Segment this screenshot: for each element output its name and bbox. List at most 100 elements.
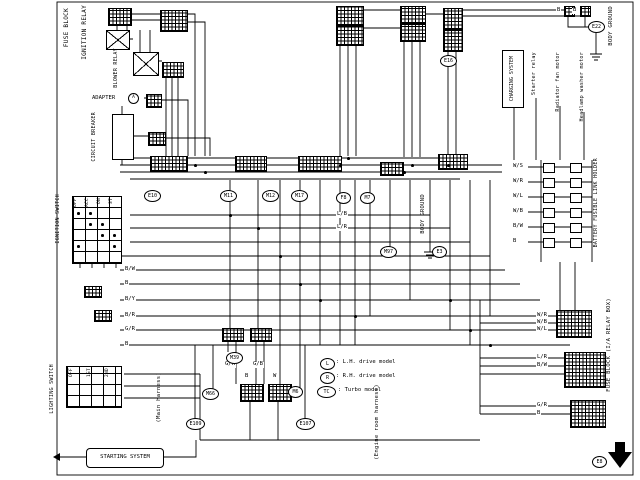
legend-tc-symbol: TC <box>317 386 336 398</box>
wire-color-label: W <box>272 373 278 380</box>
headlamp-washer-motor-label: Headlamp washer motor <box>579 52 585 122</box>
ignition-position-label: ST <box>109 198 114 205</box>
radiator-fan-motor-label: Radiator fan motor <box>555 52 561 112</box>
lighting-switch-label: LIGHTING SWITCH <box>49 364 55 414</box>
junction-dot <box>204 171 207 174</box>
connector-block <box>400 6 426 24</box>
switch-contact-dot <box>113 245 116 248</box>
connector-ref-e16: E16 <box>440 55 457 67</box>
connector-block <box>84 286 102 298</box>
fusible-link <box>570 223 582 233</box>
wire-color-label: B/W <box>512 223 524 230</box>
connector-ref-m7: M7 <box>360 192 375 204</box>
ignition-position-label: OFF <box>73 198 78 208</box>
wire-color-label: B/W <box>124 266 136 273</box>
wire-color-label: W/B <box>512 208 524 215</box>
blower-relay-label: BLOWER RELAY <box>113 48 119 88</box>
connector-ref-m39: M39 <box>226 352 243 364</box>
wires-top-left <box>115 13 211 165</box>
body-ground-top-label: BODY GROUND <box>608 6 614 46</box>
starting-system-label: STARTING SYSTEM <box>100 454 150 461</box>
switch-contact-dot <box>113 234 116 237</box>
connector-ref-m66: M66 <box>202 388 219 400</box>
connector-ref-m6: M6 <box>288 386 303 398</box>
fuse-block-relay-box-label: FUSE BLOCK (I/A RELAY BOX) <box>606 298 612 392</box>
connector-ref-m12: M12 <box>262 190 279 202</box>
wires-top-middle <box>339 9 602 157</box>
connector-block <box>438 154 468 170</box>
wire-color-label: B/Y <box>124 296 136 303</box>
wire-color-label: W/R <box>536 312 548 319</box>
connector-block <box>564 352 606 388</box>
fusible-link <box>543 178 555 188</box>
connector-block <box>162 62 184 78</box>
connector-block <box>235 156 267 172</box>
wire-color-label: B <box>536 410 542 417</box>
junction-dot <box>347 157 350 160</box>
connector-block <box>250 328 272 342</box>
connector-block <box>580 6 591 17</box>
switch-contact-dot <box>101 223 104 226</box>
junction-dot <box>447 164 450 167</box>
lighting-position-label: 1ST <box>87 368 92 378</box>
circuit-breaker-label: CIRCUIT BREAKER <box>91 112 97 162</box>
connector-block <box>94 310 112 322</box>
junction-dot <box>403 171 406 174</box>
wire-color-label: L/R <box>536 354 548 361</box>
wire-color-label: G/R <box>224 361 236 368</box>
fusible-link <box>543 193 555 203</box>
wire-color-label: W/R <box>512 178 524 185</box>
wire-color-label: W/B <box>536 319 548 326</box>
wire-color-label: W/L <box>512 193 524 200</box>
switch-contact-dot <box>89 223 92 226</box>
connector-block <box>298 156 342 172</box>
junction-dot <box>339 164 342 167</box>
ignition-position-label: ON <box>97 198 102 205</box>
connector-block <box>148 132 166 146</box>
junction-dot <box>257 227 260 230</box>
starting-system-box: STARTING SYSTEM <box>86 448 164 468</box>
fuse-block-label: FUSE BLOCK <box>63 8 70 48</box>
legend-rh-symbol: R <box>320 372 335 384</box>
starting-system-arrow <box>53 453 60 461</box>
junction-dot <box>449 299 452 302</box>
legend-lh-symbol: L <box>320 358 335 370</box>
junction-dot <box>489 344 492 347</box>
charging-system-box: CHARGING SYSTEM <box>502 50 524 108</box>
connector-ref-e3: E3 <box>432 246 447 258</box>
fusible-link <box>543 238 555 248</box>
connector-block <box>336 26 364 46</box>
connector-block <box>240 384 264 402</box>
ignition-relay-label: IGNITION RELAY <box>81 5 88 60</box>
wire-color-label: B/R <box>124 312 136 319</box>
junction-dot <box>299 283 302 286</box>
wire-color-label: L/R <box>336 224 348 231</box>
ignition-switch-table <box>72 196 122 264</box>
connector-block <box>380 162 404 176</box>
wire-color-label: B/W <box>536 362 548 369</box>
wire-color-label: B <box>512 238 518 245</box>
starter-relay-label: Starter relay <box>531 52 537 96</box>
junction-dot <box>194 164 197 167</box>
ignition-relay-box <box>106 30 130 50</box>
connector-ref-m11: M11 <box>220 190 237 202</box>
fusible-link <box>570 163 582 173</box>
battery-fusible-link-holder-label: BATTERY FUSIBLE LINK HOLDER <box>593 158 599 248</box>
junction-dot <box>354 315 357 318</box>
fusible-link <box>543 163 555 173</box>
switch-contact-dot <box>77 245 80 248</box>
wires-fusible-links <box>513 98 593 310</box>
connector-block <box>400 24 426 42</box>
circuit-breaker-box <box>112 114 134 160</box>
fusible-link <box>570 238 582 248</box>
connector-ref-f8: F8 <box>336 192 351 204</box>
switch-contact-dot <box>77 212 80 215</box>
connector-block <box>146 94 162 108</box>
connector-block <box>150 156 188 172</box>
connector-block <box>570 400 606 428</box>
connector-block <box>336 6 364 26</box>
diagram-border <box>56 1 634 476</box>
fusible-link <box>570 178 582 188</box>
switch-contact-dot <box>101 234 104 237</box>
wire-color-label: B <box>572 7 578 14</box>
